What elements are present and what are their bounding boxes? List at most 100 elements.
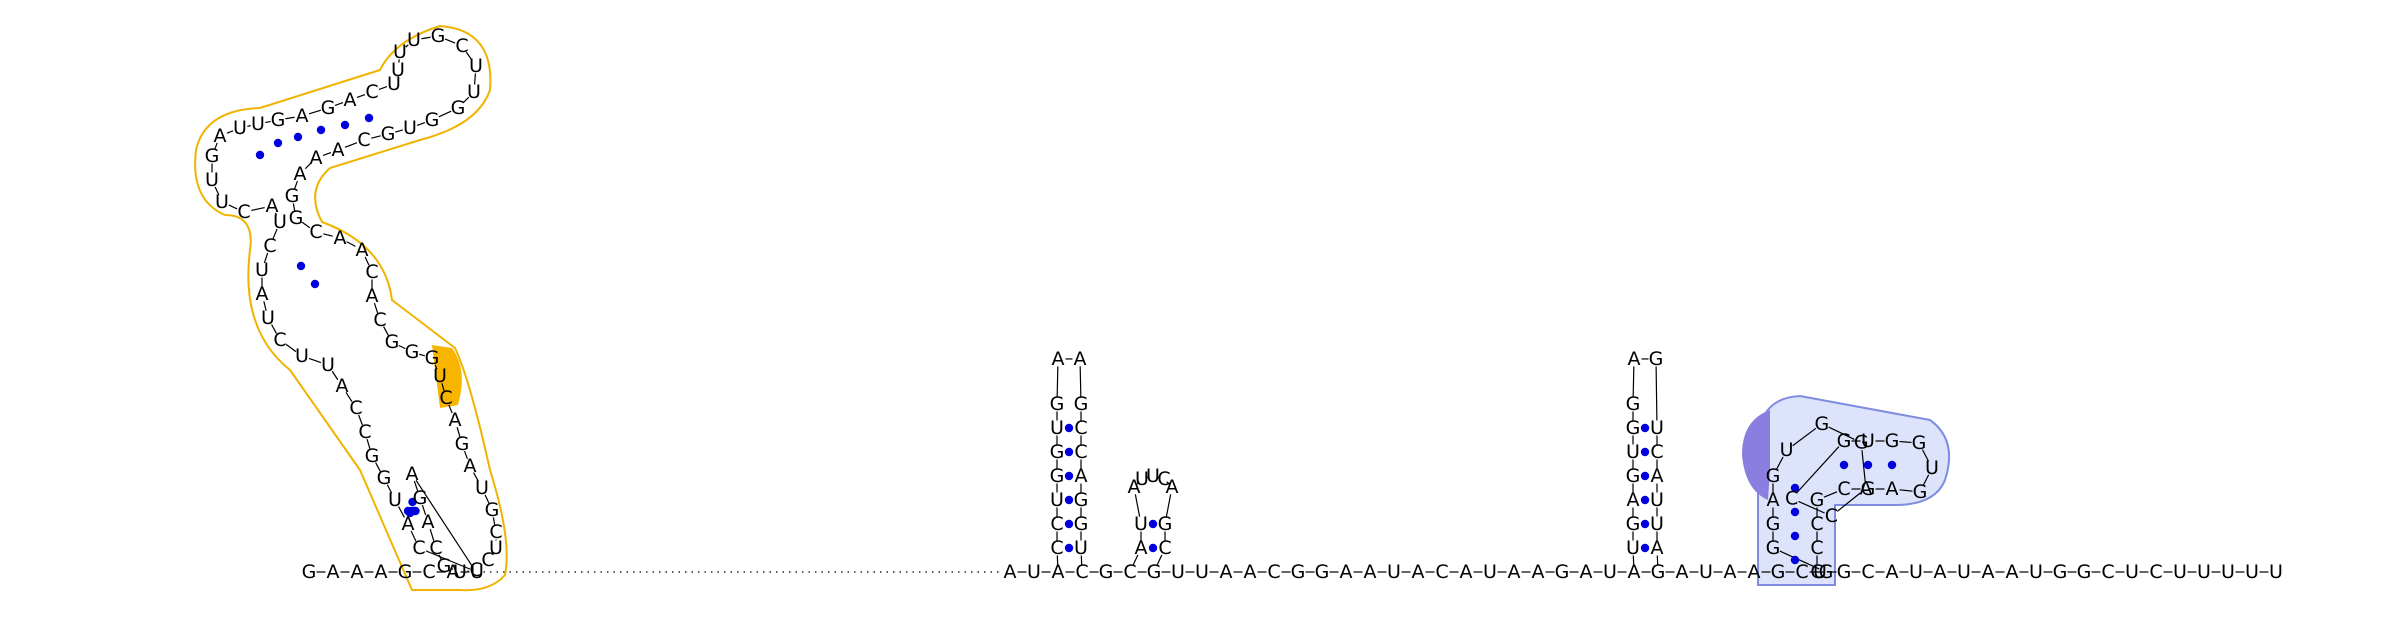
five-prime-end-nt-3: A — [351, 561, 364, 583]
domain-2-nt-16: G — [1913, 481, 1928, 503]
middle-strand-nt-1: A — [1004, 561, 1017, 583]
three-prime-end-nt-3: C — [1861, 561, 1874, 583]
hairpin-3-pair-2 — [1641, 520, 1649, 528]
hairpin-3-nt-9: G — [1649, 348, 1664, 370]
domain-1-nt-33: U — [407, 29, 421, 51]
domain-1-pair-13 — [311, 280, 319, 288]
three-prime-end-nt-6: A — [1934, 561, 1947, 583]
domain-1-nt-5: G — [365, 445, 380, 467]
domain-1-nt-15: C — [263, 235, 276, 257]
three-prime-end-nt-2: G — [1837, 561, 1852, 583]
three-prime-end-nt-8: A — [1982, 561, 1995, 583]
hairpin-1-nt-7: G — [1050, 393, 1065, 415]
domain-1-nt-40: U — [403, 117, 417, 139]
hairpin-3-pair-5 — [1641, 448, 1649, 456]
domain-1-nt-44: A — [310, 147, 323, 169]
domain-1-nt-55: G — [405, 341, 420, 363]
hairpin-1-nt-14: G — [1074, 489, 1089, 511]
middle-strand-nt-33: G — [1771, 561, 1786, 583]
hairpin-2-nt-8: G — [1158, 513, 1173, 535]
middle-strand-nt-26: U — [1603, 561, 1617, 583]
middle-strand-nt-14: G — [1315, 561, 1330, 583]
middle-strand-nt-15: A — [1340, 561, 1353, 583]
domain-2-nt-5: U — [1780, 439, 1794, 461]
three-prime-end-nt-17: U — [2197, 561, 2211, 583]
hairpin-1-nt-5: G — [1050, 441, 1065, 463]
domain-2-nt-18: G — [1861, 478, 1876, 500]
domain-2-helix-pair-1 — [1840, 461, 1848, 469]
middle-strand-nt-21: U — [1483, 561, 1497, 583]
domain-2-nt-9: C — [1825, 505, 1838, 527]
domain-2-stem-pair-2 — [1791, 532, 1799, 540]
domain-2-nt-4: G — [1766, 465, 1781, 487]
domain-1-link-29 — [379, 87, 387, 90]
domain-1-nt-14: U — [255, 259, 269, 281]
middle-strand-nt-6: C — [1123, 561, 1136, 583]
hairpin-1-pair-6 — [1065, 424, 1073, 432]
domain-1-nt-17: A — [266, 195, 279, 217]
hairpin-1-nt-16: U — [1074, 537, 1088, 559]
hairpin-1-nt-1: C — [1050, 537, 1063, 559]
domain-1-nt-54: G — [385, 331, 400, 353]
domain-1-nt-19: U — [215, 191, 229, 213]
three-prime-end-nt-11: G — [2053, 561, 2068, 583]
hairpin-1-pair-1 — [1065, 544, 1073, 552]
domain-1-nt-3: U — [388, 489, 402, 511]
domain-2-nt-11: G — [1837, 430, 1852, 452]
hairpin-3-nt-5: U — [1626, 441, 1640, 463]
domain-1-nt-8: A — [336, 375, 349, 397]
hairpin-3-pair-6 — [1641, 424, 1649, 432]
domain-1-nt-68: U — [453, 561, 467, 583]
domain-2-nt-15: U — [1925, 457, 1939, 479]
middle-strand-nt-22: A — [1508, 561, 1521, 583]
hairpin-1-nt-10: G — [1074, 393, 1089, 415]
three-prime-end-nt-5: U — [1909, 561, 1923, 583]
domain-1-nt-50: A — [356, 239, 369, 261]
hairpin-2-pair-1 — [1149, 544, 1157, 552]
five-prime-end-nt-6: C — [422, 561, 435, 583]
domain-1-link-27 — [335, 103, 343, 106]
hairpin-1-nt-6: U — [1050, 417, 1064, 439]
hairpin-2-nt-1: A — [1135, 537, 1148, 559]
hairpin-1-nt-12: C — [1074, 441, 1087, 463]
middle-strand-nt-17: U — [1387, 561, 1401, 583]
five-prime-end-nt-4: A — [375, 561, 388, 583]
five-prime-end-nt-2: A — [327, 561, 340, 583]
domain-1-link-48 — [323, 234, 332, 236]
hairpin-1-nt-13: A — [1075, 465, 1088, 487]
hairpin-3-nt-7: G — [1626, 393, 1641, 415]
domain-1-nt-67: C — [469, 559, 482, 581]
domain-2-helix-pair-2 — [1864, 461, 1872, 469]
hairpin-1-pair-5 — [1065, 448, 1073, 456]
domain-1-nt-60: G — [455, 433, 470, 455]
middle-strand-nt-8: U — [1171, 561, 1185, 583]
domain-1-nt-73: A — [406, 463, 419, 485]
domain-1-nt-51: C — [365, 261, 378, 283]
domain-1-nt-72: G — [413, 487, 428, 509]
domain-1-nt-11: C — [273, 329, 286, 351]
hairpin-3-pair-3 — [1641, 496, 1649, 504]
domain-2-nt-21: C — [1810, 513, 1823, 535]
domain-1-link-25 — [285, 117, 294, 119]
hairpin-1-nt-4: G — [1050, 465, 1065, 487]
backbone-links — [212, 37, 2269, 572]
middle-strand-nt-5: G — [1099, 561, 1114, 583]
domain-1-nt-70: C — [429, 537, 442, 559]
domain-1-nt-59: A — [449, 409, 462, 431]
domain-2-nt-1: G — [1766, 537, 1781, 559]
hairpin-3-nt-1: U — [1626, 537, 1640, 559]
middle-strand-nt-10: A — [1220, 561, 1233, 583]
middle-strand-nt-18: A — [1412, 561, 1425, 583]
middle-strand-nt-29: A — [1676, 561, 1689, 583]
three-prime-end-nt-19: U — [2245, 561, 2259, 583]
domain-2-nt-2: G — [1766, 513, 1781, 535]
hairpin-3-nt-3: A — [1627, 489, 1640, 511]
domain-1-nt-35: C — [455, 35, 468, 57]
hairpin-3-nt-15: A — [1651, 537, 1664, 559]
domain-1-pair-7 — [256, 151, 264, 159]
domain-2-nt-3: A — [1767, 489, 1780, 511]
domain-1-link-38 — [439, 111, 451, 117]
hairpin-2-nt-2: U — [1134, 513, 1148, 535]
domain-1-nt-37: U — [467, 81, 481, 103]
